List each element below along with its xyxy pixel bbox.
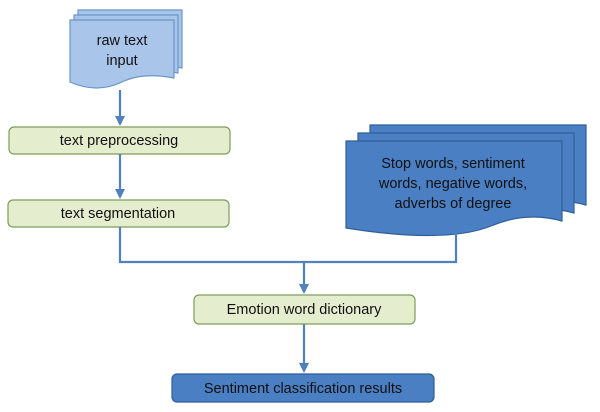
emotion-word-dictionary-box: Emotion word dictionary [193, 294, 416, 325]
sentiment-results-label: Sentiment classification results [204, 381, 402, 397]
merge-connector [118, 227, 458, 264]
text-segmentation-box: text segmentation [7, 199, 230, 228]
resources-line-1: Stop words, sentiment [381, 156, 524, 172]
text-preprocessing-box: text preprocessing [8, 126, 231, 155]
text-preprocessing-label: text preprocessing [60, 133, 178, 149]
resources-line-2: words, negative words, [378, 176, 527, 192]
dictionary-resources-document: Stop words, sentiment words, negative wo… [345, 124, 587, 237]
raw-text-input-line-1: raw text [97, 33, 148, 49]
text-segmentation-label: text segmentation [61, 206, 175, 222]
emotion-word-dictionary-label: Emotion word dictionary [227, 302, 382, 318]
raw-text-input-document: raw text input [69, 9, 183, 89]
resources-line-3: adverbs of degree [395, 196, 512, 212]
raw-text-input-line-2: input [106, 53, 137, 69]
sentiment-results-box: Sentiment classification results [171, 373, 435, 403]
